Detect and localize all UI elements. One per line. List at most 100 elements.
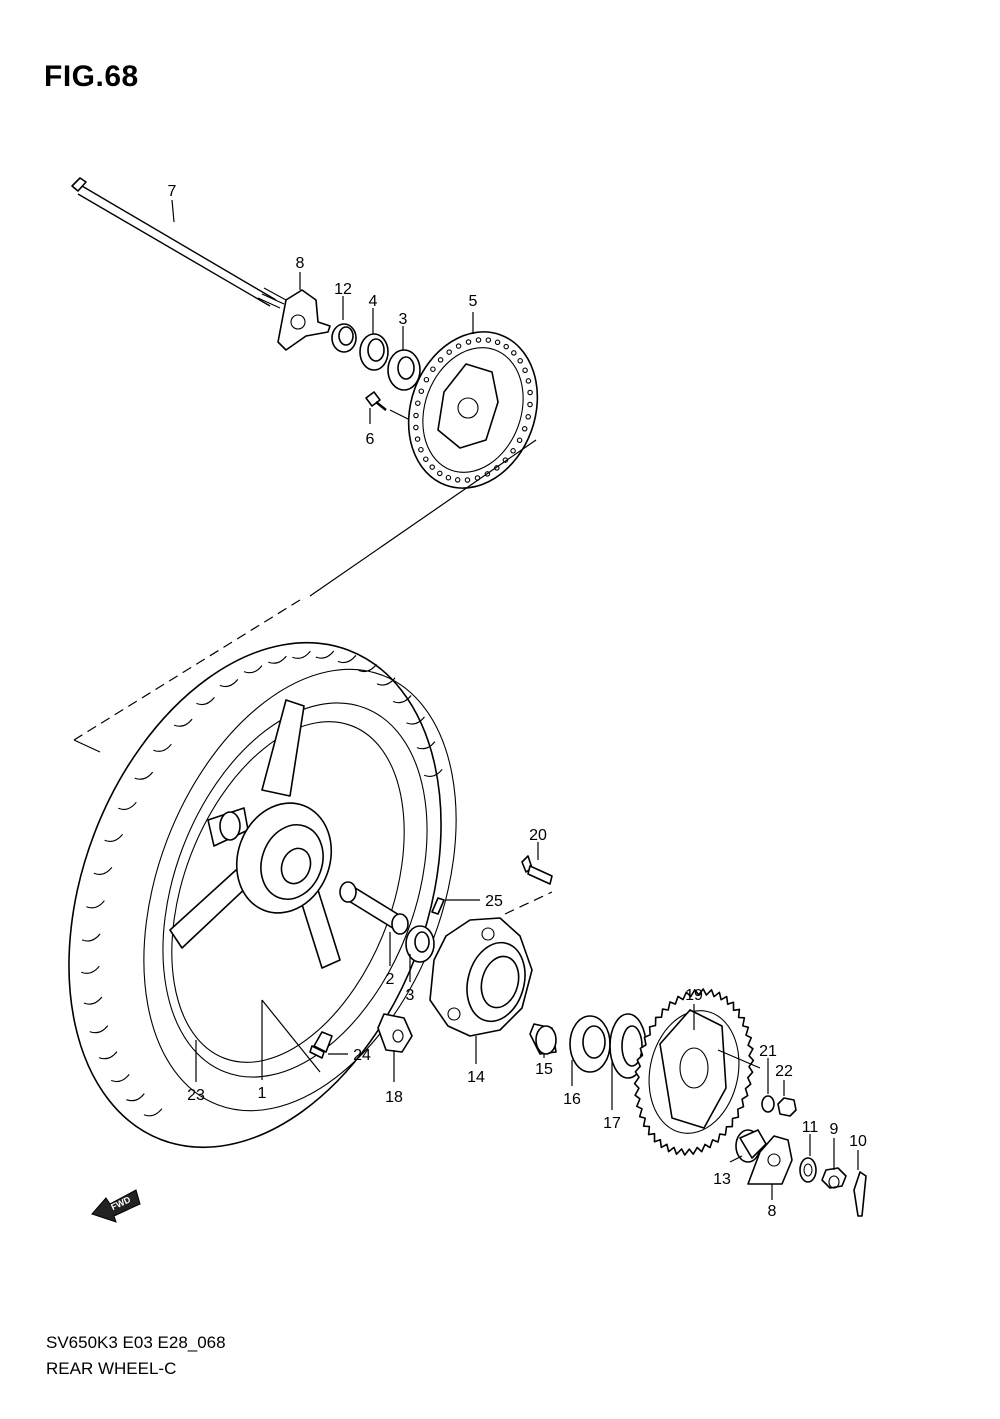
disc-vent-hole	[503, 343, 509, 350]
disc-vent-hole	[525, 414, 531, 420]
nut-22[interactable]	[777, 1080, 797, 1117]
callout-7: 7	[168, 183, 177, 200]
tread-groove	[337, 655, 357, 664]
washer-21[interactable]	[761, 1058, 775, 1113]
disc-vent-hole	[510, 448, 516, 454]
disc-vent-hole	[455, 343, 462, 349]
wheel-spacer-2[interactable]	[339, 881, 409, 966]
callout-13: 13	[713, 1171, 731, 1188]
bearing-3-left[interactable]	[387, 326, 421, 391]
bearing-3-right[interactable]	[405, 925, 435, 982]
callout-12: 12	[334, 281, 352, 298]
tread-groove	[406, 716, 425, 725]
diagram-caption: REAR WHEEL-C	[46, 1359, 177, 1378]
callout-5: 5	[469, 293, 478, 310]
tread-groove	[153, 743, 172, 752]
piece-25[interactable]	[431, 897, 480, 915]
callout-9: 9	[830, 1121, 839, 1138]
callout-2: 2	[386, 971, 395, 988]
disc-vent-hole	[522, 367, 528, 374]
tread-groove	[268, 655, 287, 664]
disc-vent-hole	[423, 456, 429, 462]
tread-groove	[292, 650, 311, 659]
tread-groove	[89, 1025, 109, 1034]
tread-groove	[219, 679, 239, 688]
disc-vent-hole	[414, 436, 421, 442]
disc-vent-hole	[413, 412, 419, 419]
disc-vent-hole	[521, 426, 528, 432]
callout-25: 25	[485, 893, 503, 910]
callout-19: 19	[685, 987, 703, 1004]
disc-vent-hole	[445, 474, 452, 481]
disc-vent-hole	[484, 471, 491, 477]
tread-groove	[143, 1108, 163, 1117]
callout-11: 11	[802, 1119, 819, 1136]
tread-groove	[98, 1051, 118, 1060]
callout-14: 14	[467, 1069, 485, 1086]
oil-seal-4[interactable]	[359, 308, 389, 371]
rear-brake-disc[interactable]	[387, 312, 558, 506]
tread-groove	[81, 933, 101, 942]
disc-bolt-6[interactable]	[365, 391, 411, 424]
callout-21: 21	[759, 1043, 777, 1060]
sprocket-bolt-20[interactable]	[521, 842, 553, 885]
disc-vent-hole	[525, 378, 532, 384]
cotter-pin-10[interactable]	[853, 1150, 867, 1217]
callout-3-bottom: 3	[406, 987, 415, 1004]
disc-vent-hole	[516, 437, 523, 444]
chain-adjuster-right[interactable]	[747, 1135, 793, 1200]
disc-vent-hole	[527, 401, 533, 408]
cush-damper-18[interactable]	[377, 1013, 413, 1082]
bearing-16[interactable]	[569, 1015, 611, 1086]
disc-vent-hole	[494, 339, 501, 346]
disc-vent-hole	[517, 358, 523, 364]
callout-10: 10	[849, 1133, 867, 1150]
callout-17: 17	[603, 1115, 621, 1132]
tread-groove	[315, 650, 335, 659]
tread-groove	[83, 996, 103, 1005]
callout-20: 20	[529, 827, 547, 844]
callout-15: 15	[535, 1061, 553, 1078]
disc-vent-hole	[429, 464, 435, 470]
callout-8-top: 8	[296, 255, 305, 272]
tread-groove	[104, 833, 124, 842]
callout-1: 1	[258, 1085, 267, 1102]
rear-axle[interactable]	[71, 177, 287, 309]
sprocket-mounting-drum[interactable]	[429, 891, 553, 1064]
rear-sprocket[interactable]	[633, 988, 761, 1156]
disc-vent-hole	[437, 470, 443, 477]
tread-groove	[134, 771, 154, 780]
disc-vent-hole	[446, 349, 452, 355]
callout-3-top: 3	[399, 311, 408, 328]
tread-groove	[423, 768, 443, 777]
tread-groove	[126, 1093, 145, 1102]
chain-adjuster-left[interactable]	[277, 272, 331, 351]
callout-18: 18	[385, 1089, 403, 1106]
tread-groove	[376, 677, 396, 686]
oil-seal-17[interactable]	[609, 1013, 647, 1110]
spacer-15[interactable]	[529, 1023, 557, 1058]
axle-nut-9[interactable]	[821, 1138, 847, 1189]
tire-valve-24[interactable]	[309, 1031, 348, 1059]
disc-vent-hole	[418, 446, 424, 453]
tread-groove	[173, 718, 193, 727]
tread-groove	[243, 665, 263, 674]
callout-6: 6	[366, 431, 375, 448]
spacer-12[interactable]	[331, 296, 357, 353]
tread-groove	[416, 741, 436, 750]
washer-11[interactable]	[799, 1134, 817, 1183]
disc-vent-hole	[485, 337, 492, 343]
spacer-13[interactable]	[729, 1129, 767, 1163]
rear-wheel-rim[interactable]	[113, 665, 477, 1115]
disc-vent-hole	[465, 339, 472, 345]
callout-23: 23	[187, 1087, 205, 1104]
disc-vent-hole	[511, 350, 517, 356]
disc-vent-hole	[415, 400, 421, 406]
assembly-guide-lines	[73, 439, 537, 753]
callout-22: 22	[775, 1063, 793, 1080]
callout-24: 24	[353, 1047, 371, 1064]
disc-vent-hole	[475, 337, 482, 343]
callout-16: 16	[563, 1091, 581, 1108]
model-code: SV650K3 E03 E28_068	[46, 1333, 226, 1352]
